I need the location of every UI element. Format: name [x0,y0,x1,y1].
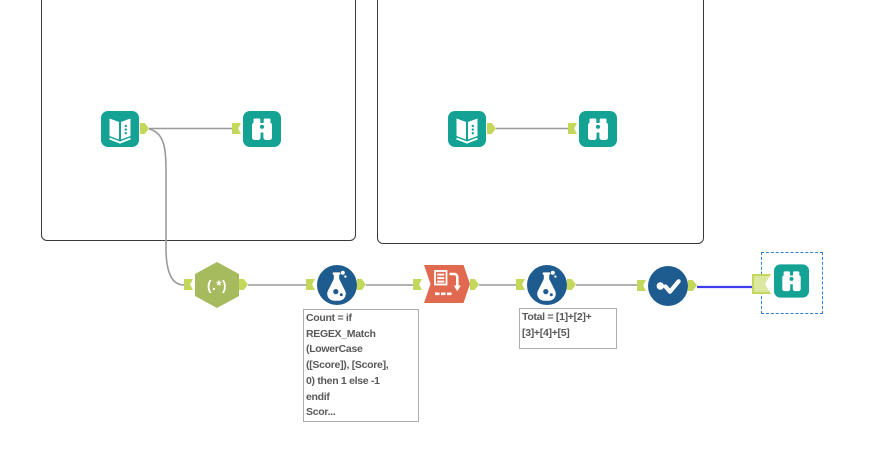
input-data-tool-2[interactable] [448,111,486,152]
browse1-input-anchor[interactable] [232,123,241,134]
browse-tool-3-selected[interactable] [774,263,809,304]
binoculars-icon [579,111,617,147]
transpose-tool[interactable] [424,265,470,308]
connection-input1-regex[interactable] [148,128,185,286]
input2-output-anchor[interactable] [487,123,496,134]
open-book-icon [101,111,139,147]
dot-checkmark-icon [648,266,688,306]
browse2-input-anchor[interactable] [568,123,577,134]
unique-input-anchor[interactable] [637,280,646,291]
tool-container-1[interactable] [41,0,356,241]
unique-output-anchor[interactable] [688,280,697,291]
transpose-input-anchor[interactable] [413,279,422,290]
regex-output-anchor[interactable] [239,279,248,290]
input-data-tool-1[interactable] [101,111,139,152]
flask-icon [527,265,567,305]
regex-input-anchor[interactable] [184,279,193,290]
formula2-annotation[interactable]: Total = [1]+[2]+ [3]+[4]+[5] [519,308,617,349]
formula2-input-anchor[interactable] [516,279,525,290]
input1-output-anchor[interactable] [140,123,149,134]
binoculars-icon [243,111,281,147]
formula-tool-2[interactable] [527,265,567,310]
formula1-output-anchor[interactable] [357,279,366,290]
hexagon-shape [195,262,239,308]
flask-icon [317,265,357,305]
formula2-output-anchor[interactable] [567,279,576,290]
tool-container-2[interactable] [377,0,704,244]
transpose-output-anchor[interactable] [470,279,479,290]
regex-pattern-label: (.*) [207,277,227,293]
rows-to-columns-arrow-icon [424,265,470,303]
unique-tool[interactable] [648,266,688,311]
regex-tool[interactable]: (.*) [195,262,239,308]
formula-tool-1[interactable] [317,265,357,310]
formula1-annotation[interactable]: Count = if REGEX_Match (LowerCase ([Scor… [303,309,419,422]
browse3-input-anchor-selected[interactable] [752,274,771,294]
open-book-icon [448,111,486,147]
browse-tool-1[interactable] [243,111,281,152]
binoculars-icon [774,264,809,298]
formula1-input-anchor[interactable] [306,279,315,290]
browse-tool-2[interactable] [579,111,617,152]
